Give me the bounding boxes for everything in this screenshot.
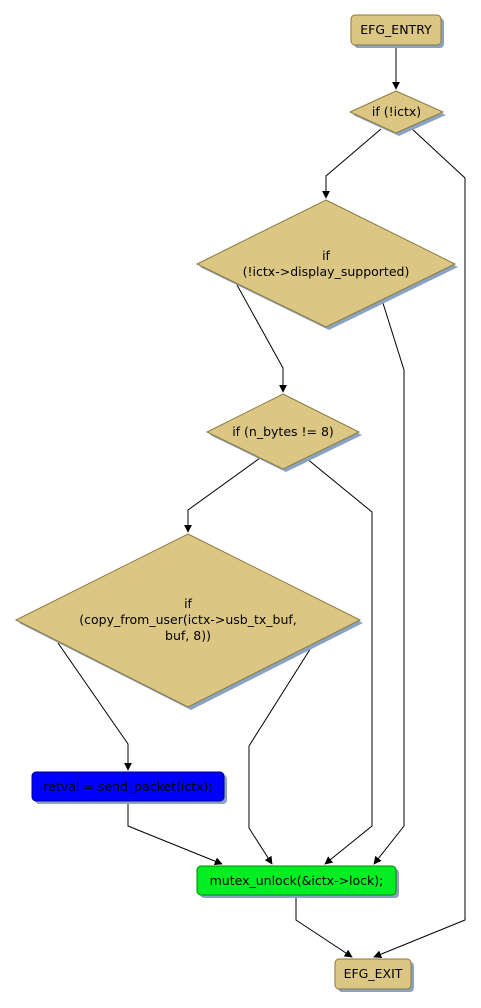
efg-entry-label: EFG_ENTRY [360,22,432,37]
mutex-unlock-label: mutex_unlock(&ictx->lock); [209,872,384,888]
efg-entry-node [350,14,442,46]
if-copy-from-user-line2: (copy_from_user(ictx->usb_tx_buf, [79,612,297,627]
if-copy-from-user-decision [14,533,362,708]
if-ictx-decision [348,90,445,134]
if-copy-from-user-line1: if [184,596,192,611]
edge-d4-retval [57,642,132,771]
if-n-bytes-decision [205,393,361,470]
edge-retval-unlock [127,802,223,866]
edge-d4-unlock [248,642,315,865]
efg-exit-label: EFG_EXIT [343,966,403,981]
if-copy-from-user-line3: buf, 8)) [165,628,211,643]
node-shadows [19,18,458,992]
edge-d3-unlock [305,457,373,865]
if-display-supported-decision [195,199,457,328]
if-n-bytes-label: if (n_bytes != 8) [232,424,334,439]
edges [57,46,466,958]
if-display-supported-label: if (!ictx->display_supported) [197,248,455,280]
edge-d2-d3 [236,284,287,393]
edge-d1-d2 [322,128,382,199]
if-ictx-label: if (!ictx) [371,104,422,119]
if-display-supported-line2: (!ictx->display_supported) [242,264,410,279]
edge-d2-unlock [373,299,405,865]
mutex-unlock-node [196,865,397,896]
edge-d3-d4 [184,457,261,533]
retval-send-packet-node [31,771,225,802]
efg-exit-node [334,958,412,990]
edge-unlock-exit [295,896,353,958]
retval-send-packet-label: retval = send_packet(ictx); [43,778,213,794]
edge-d1-exit [373,127,466,958]
if-display-supported-line1: if [322,248,330,263]
if-copy-from-user-label: if (copy_from_user(ictx->usb_tx_buf, buf… [16,596,360,644]
